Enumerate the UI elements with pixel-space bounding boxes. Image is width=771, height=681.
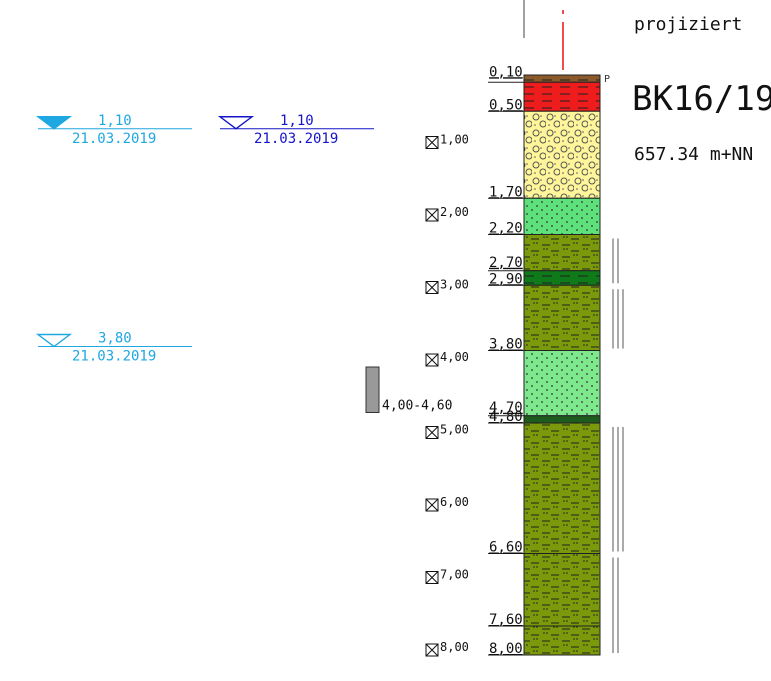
groundwater-date: 21.03.2019 [72,131,156,147]
top-marker: P [604,74,610,85]
sample-box-icon [425,281,439,294]
sample-marker: 2,00 [425,205,469,222]
sample-box-diagonal [425,571,439,584]
groundwater-depth: 3,80 [98,331,132,347]
groundwater-level: 1,10 21.03.2019 [217,113,374,147]
sample-depth-label: 8,00 [440,640,469,654]
depth-label: 3,80 [489,337,523,353]
sample-marker: 4,00 [425,350,469,367]
sample-box-icon [425,426,439,439]
layer-outline [523,625,601,656]
borehole-id: BK16/19 [632,79,771,119]
groundwater-date: 21.03.2019 [72,349,156,365]
layer-pattern [524,626,600,655]
sample-depth-label: 4,00 [440,350,469,364]
filled-triangle-icon [35,116,73,130]
sample-markers: 1,00 2,00 3,00 4,00 5,00 6,00 7,00 8,00 [425,133,469,657]
layer-pattern [524,111,600,199]
sample-box-icon [425,353,439,367]
open-triangle-icon [35,333,73,348]
depth-label: 2,70 [489,255,523,271]
groundwater-date: 21.03.2019 [254,131,338,147]
depth-label: 4,80 [489,409,523,425]
sample-depth-label: 1,00 [440,133,469,147]
sample-box-icon [425,136,439,149]
sample-marker: 5,00 [425,423,469,439]
sample-depth-label: 3,00 [440,278,469,292]
layer-pattern [524,270,600,286]
sample-box-diagonal [425,136,439,149]
depth-label: 0,10 [489,64,523,80]
layer-pattern [524,553,600,626]
groundwater-levels: 1,10 21.03.2019 1,10 21.03.2019 3,80 21.03.20… [35,113,374,365]
groundwater-depth: 1,10 [98,113,132,129]
soil-layers [523,74,601,656]
depth-label: 4,70 [489,400,523,416]
layer-fill [524,415,600,423]
layer-pattern [524,75,600,83]
open-triangle-icon [217,116,255,130]
groundwater-level: 1,10 21.03.2019 [35,113,192,147]
sample-box-diagonal [425,426,439,439]
sample-depth-label: 2,00 [440,205,469,219]
sample-box-diagonal [425,643,439,657]
sample-box-icon [425,208,439,222]
core-sample: 4,00-4,60 [365,366,452,414]
sample-box-diagonal [425,281,439,294]
elevation-label: 657.34 m+NN [634,144,753,165]
core-sample-bar [365,366,380,413]
sample-box-diagonal [425,208,439,222]
consistency-bars [612,238,624,653]
depth-labels: 0,10 0,50 1,70 2,20 2,702,90 3,80 4,704,80 6,60… [488,64,524,657]
depth-label: 7,60 [489,612,523,628]
layer-pattern [524,82,600,112]
sample-marker: 7,00 [425,568,469,584]
sample-marker: 6,00 [425,495,469,512]
layer-pattern [524,423,600,554]
layer-pattern [524,234,600,271]
sample-depth-label: 7,00 [440,568,469,582]
layer-pattern [524,198,600,235]
sample-depth-label: 5,00 [440,423,469,437]
projection-label: projiziert [634,14,742,35]
groundwater-depth: 1,10 [280,113,314,129]
depth-label: 6,60 [489,540,523,556]
core-sample-label: 4,00-4,60 [382,399,452,414]
groundwater-level: 3,80 21.03.2019 [35,331,192,365]
sample-marker: 3,00 [425,278,469,294]
layer-pattern [524,350,600,416]
depth-label: 0,50 [489,97,523,113]
depth-label: 2,90 [489,271,523,287]
sample-box-icon [425,498,439,512]
sample-box-icon [425,643,439,657]
sample-box-diagonal [425,353,439,367]
depth-label: 2,20 [489,221,523,237]
sample-marker: 1,00 [425,133,469,149]
sample-marker: 8,00 [425,640,469,657]
depth-label: 8,00 [489,641,523,657]
depth-label: 1,70 [489,184,523,200]
sample-box-diagonal [425,498,439,512]
layer-pattern [524,285,600,351]
sample-depth-label: 6,00 [440,495,469,509]
sample-box-icon [425,571,439,584]
